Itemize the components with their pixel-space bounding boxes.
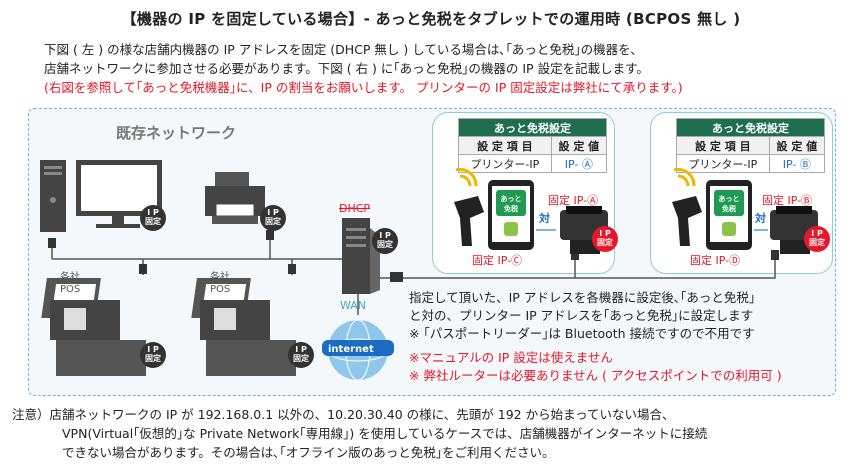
ethernet-plugs — [48, 230, 779, 282]
setup-notes: 指定して頂いた、IP アドレスを各機器に設定後､｢あっと免税｣ と対の、プリンタ… — [409, 289, 849, 385]
dhcp-label: DHCP — [339, 202, 371, 215]
passport-reader-b-icon — [672, 168, 702, 246]
warning-line-1: ※マニュアルの IP 設定は使えません — [409, 350, 613, 365]
existing-network-title: 既存ネットワーク — [116, 124, 237, 142]
pos-label-2-line2: POS — [210, 284, 231, 295]
office-printer-icon — [205, 172, 265, 224]
pos-terminal-1-icon — [41, 278, 146, 376]
tablet-c-ip-label: 固定 IP-Ⓒ — [472, 254, 523, 267]
internet-label: internet — [328, 344, 374, 355]
pos-label-1-line2: POS — [60, 284, 81, 295]
badge-fixed-text: 固定 — [377, 240, 393, 249]
badge-ip-text: I P — [147, 345, 159, 354]
passport-reader-a-icon — [454, 168, 484, 246]
tablet-a-icon: あっと 免税 — [488, 180, 534, 250]
pos-terminal-2-icon — [191, 278, 296, 376]
intro-text: 下図 ( 左 ) の様な店舗内機器の IP アドレスを固定 (DHCP 無し )… — [44, 40, 844, 97]
internet-globe-icon — [322, 319, 394, 381]
badge-fixed-text: 固定 — [265, 217, 281, 226]
note-line-3: ※ ｢パスポートリーダー｣は Bluetooth 接続ですので不用です — [409, 326, 755, 341]
badge-ip-text: I P — [147, 208, 159, 217]
settings-a-row-value: IP- Ⓐ — [550, 154, 608, 173]
pos-label-1-line1: 各社 — [60, 272, 80, 283]
router-icon — [342, 218, 380, 294]
badge-ip-text: I P — [599, 229, 611, 238]
intro-line-3: (右図を参照して｢あっと免税機器｣に、IP の割当をお願いします。 プリンターの… — [44, 80, 683, 95]
wan-label: WAN — [340, 299, 367, 312]
pos-label-1: 各社 POS — [60, 272, 80, 296]
badge-ip-text: I P — [267, 208, 279, 217]
pos-label-2: 各社 POS — [210, 272, 230, 296]
caution-line-2: VPN(Virtual｢仮想的｣な Private Network｢専用線｣) … — [62, 426, 708, 441]
warning-line-2: ※ 弊社ルーターは必要ありません ( アクセスポイントでの利用可 ) — [409, 368, 782, 383]
tablet-a-brand-2: 免税 — [504, 204, 518, 213]
network-lines — [51, 230, 776, 315]
caution-text: 注意）店舗ネットワークの IP が 192.168.0.1 以外の、10.20.… — [12, 405, 857, 462]
badge-ip-text: I P — [295, 345, 307, 354]
badge-fixed-text: 固定 — [145, 217, 161, 226]
note-line-2: と対の、プリンター IP アドレスを｢あっと免税｣に設定します — [409, 308, 754, 323]
caution-line-1: 注意）店舗ネットワークの IP が 192.168.0.1 以外の、10.20.… — [12, 407, 675, 422]
desktop-pc-icon — [40, 160, 162, 232]
tablet-b-icon: あっと 免税 — [706, 180, 752, 250]
settings-b-col-item: 設 定 項 目 — [676, 136, 770, 155]
badge-ip-text: I P — [379, 231, 391, 240]
tablet-b-brand-1: あっと — [719, 194, 740, 203]
note-line-1: 指定して頂いた、IP アドレスを各機器に設定後､｢あっと免税｣ — [409, 290, 756, 305]
badge-ip-text: I P — [811, 229, 823, 238]
printer-b-ip-label: 固定 IP-Ⓑ — [762, 194, 813, 207]
pair-label-a: 対 — [539, 212, 550, 225]
tablet-a-brand-1: あっと — [501, 194, 522, 203]
settings-b-row-value: IP- Ⓑ — [768, 154, 826, 173]
badge-fixed-text: 固定 — [597, 238, 613, 247]
pair-label-b: 対 — [755, 212, 766, 225]
pos-label-2-line1: 各社 — [210, 272, 230, 283]
badge-fixed-text: 固定 — [809, 238, 825, 247]
intro-line-2: 店舗ネットワークに参加させる必要があります。下図 ( 右 ) に｢あっと免税｣の… — [44, 61, 649, 76]
page-title: 【機器の IP を固定している場合】- あっと免税をタブレットでの運用時 (BC… — [121, 10, 741, 28]
badge-fixed-text: 固定 — [145, 354, 161, 363]
tablet-d-ip-label: 固定 IP-Ⓓ — [690, 254, 741, 267]
tablet-b-brand-2: 免税 — [722, 204, 736, 213]
intro-line-1: 下図 ( 左 ) の様な店舗内機器の IP アドレスを固定 (DHCP 無し )… — [44, 42, 637, 57]
settings-a-header: あっと免税設定 — [458, 118, 607, 137]
caution-line-3: できない場合があります。その場合は､｢オフライン版のあっと免税｣をご利用ください… — [62, 445, 555, 460]
printer-a-ip-label: 固定 IP-Ⓐ — [548, 194, 599, 207]
settings-b-row-item: プリンター-IP — [676, 154, 770, 173]
badge-fixed-text: 固定 — [293, 354, 309, 363]
